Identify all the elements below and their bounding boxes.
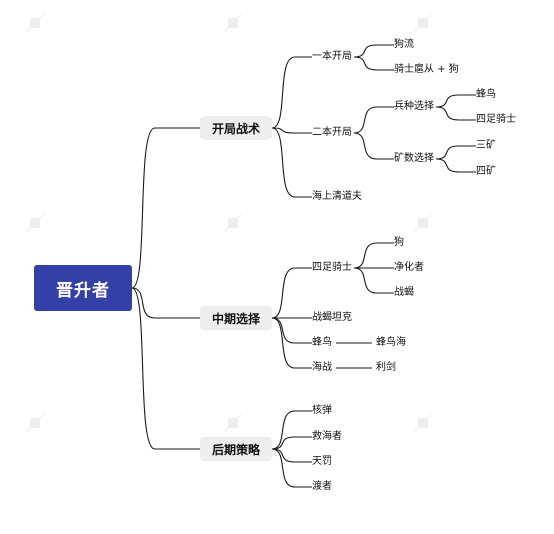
connector-mine-three <box>435 145 476 160</box>
node-scorpion-tank[interactable]: 战蝎坦克 <box>312 312 352 323</box>
connector-unit-quadknight <box>435 106 476 121</box>
watermark-icon <box>222 212 244 234</box>
node-sword[interactable]: 利剑 <box>376 362 396 373</box>
watermark-icon <box>24 412 46 434</box>
node-four-mines[interactable]: 四矿 <box>476 166 496 177</box>
connector-opening-scavenger <box>271 127 312 198</box>
connector-late-ferryman <box>271 448 312 488</box>
watermark-icon <box>24 212 46 234</box>
root-node[interactable]: 晋升者 <box>34 265 132 311</box>
node-naval-war[interactable]: 海战 <box>312 362 332 373</box>
connector-opening-tier1 <box>271 56 312 129</box>
watermark-icon <box>412 212 434 234</box>
node-mid-dog[interactable]: 狗 <box>394 237 404 248</box>
connector-root-late <box>131 287 200 450</box>
node-sea-scavenger[interactable]: 海上清道夫 <box>312 191 362 202</box>
watermark-icon <box>222 412 244 434</box>
watermark-icon <box>412 12 434 34</box>
node-nuke[interactable]: 核弹 <box>312 405 332 416</box>
connector-tier1-knight <box>353 56 394 71</box>
connector-late-nuke <box>271 410 312 450</box>
node-three-mines[interactable]: 三矿 <box>476 140 496 151</box>
connector-opening-tier2 <box>271 127 312 134</box>
node-mine-count[interactable]: 矿数选择 <box>394 153 434 164</box>
watermark-icon <box>222 12 244 34</box>
connector-quadknight-scorpion <box>353 267 394 294</box>
node-war-scorpion[interactable]: 战蝎 <box>394 287 414 298</box>
connector-mid-naval <box>271 317 312 369</box>
node-hummingbird[interactable]: 蜂鸟 <box>476 89 496 100</box>
connector-mine-four <box>435 158 476 173</box>
node-mid-hummingbird[interactable]: 蜂鸟 <box>312 337 332 348</box>
watermark-icon <box>412 412 434 434</box>
connector-tier2-mine <box>353 132 394 160</box>
branch-node-late-strategy[interactable]: 后期策略 <box>200 437 272 461</box>
node-dog-rush[interactable]: 狗流 <box>394 39 414 50</box>
connector-late-seasavior <box>271 436 312 450</box>
connector-mid-quadknight <box>271 267 312 319</box>
node-knight-squire-dog[interactable]: 骑士扈从 + 狗 <box>394 64 459 75</box>
connector-tier2-unit <box>353 106 394 134</box>
connector-tier1-dog <box>353 44 394 58</box>
node-divine-punishment[interactable]: 天罚 <box>312 456 332 467</box>
connector-quadknight-dog <box>353 242 394 269</box>
branch-node-mid-choice[interactable]: 中期选择 <box>200 306 272 330</box>
node-hummingbird-swarm[interactable]: 蜂鸟海 <box>376 337 406 348</box>
node-tier1-opening[interactable]: 一本开局 <box>312 51 352 62</box>
connector-unit-hummingbird <box>435 94 476 108</box>
watermark-icon <box>24 12 46 34</box>
node-ferryman[interactable]: 渡者 <box>312 481 332 492</box>
node-sea-savior[interactable]: 救海者 <box>312 431 342 442</box>
node-tier2-opening[interactable]: 二本开局 <box>312 127 352 138</box>
node-unit-choice[interactable]: 兵种选择 <box>394 101 434 112</box>
branch-node-opening-tactics[interactable]: 开局战术 <box>200 116 272 140</box>
connector-root-opening <box>131 127 200 289</box>
node-quad-knight[interactable]: 四足骑士 <box>476 114 516 125</box>
node-mid-quad-knight[interactable]: 四足骑士 <box>312 262 352 273</box>
node-purifier[interactable]: 净化者 <box>394 262 424 273</box>
connector-root-mid <box>131 287 200 319</box>
